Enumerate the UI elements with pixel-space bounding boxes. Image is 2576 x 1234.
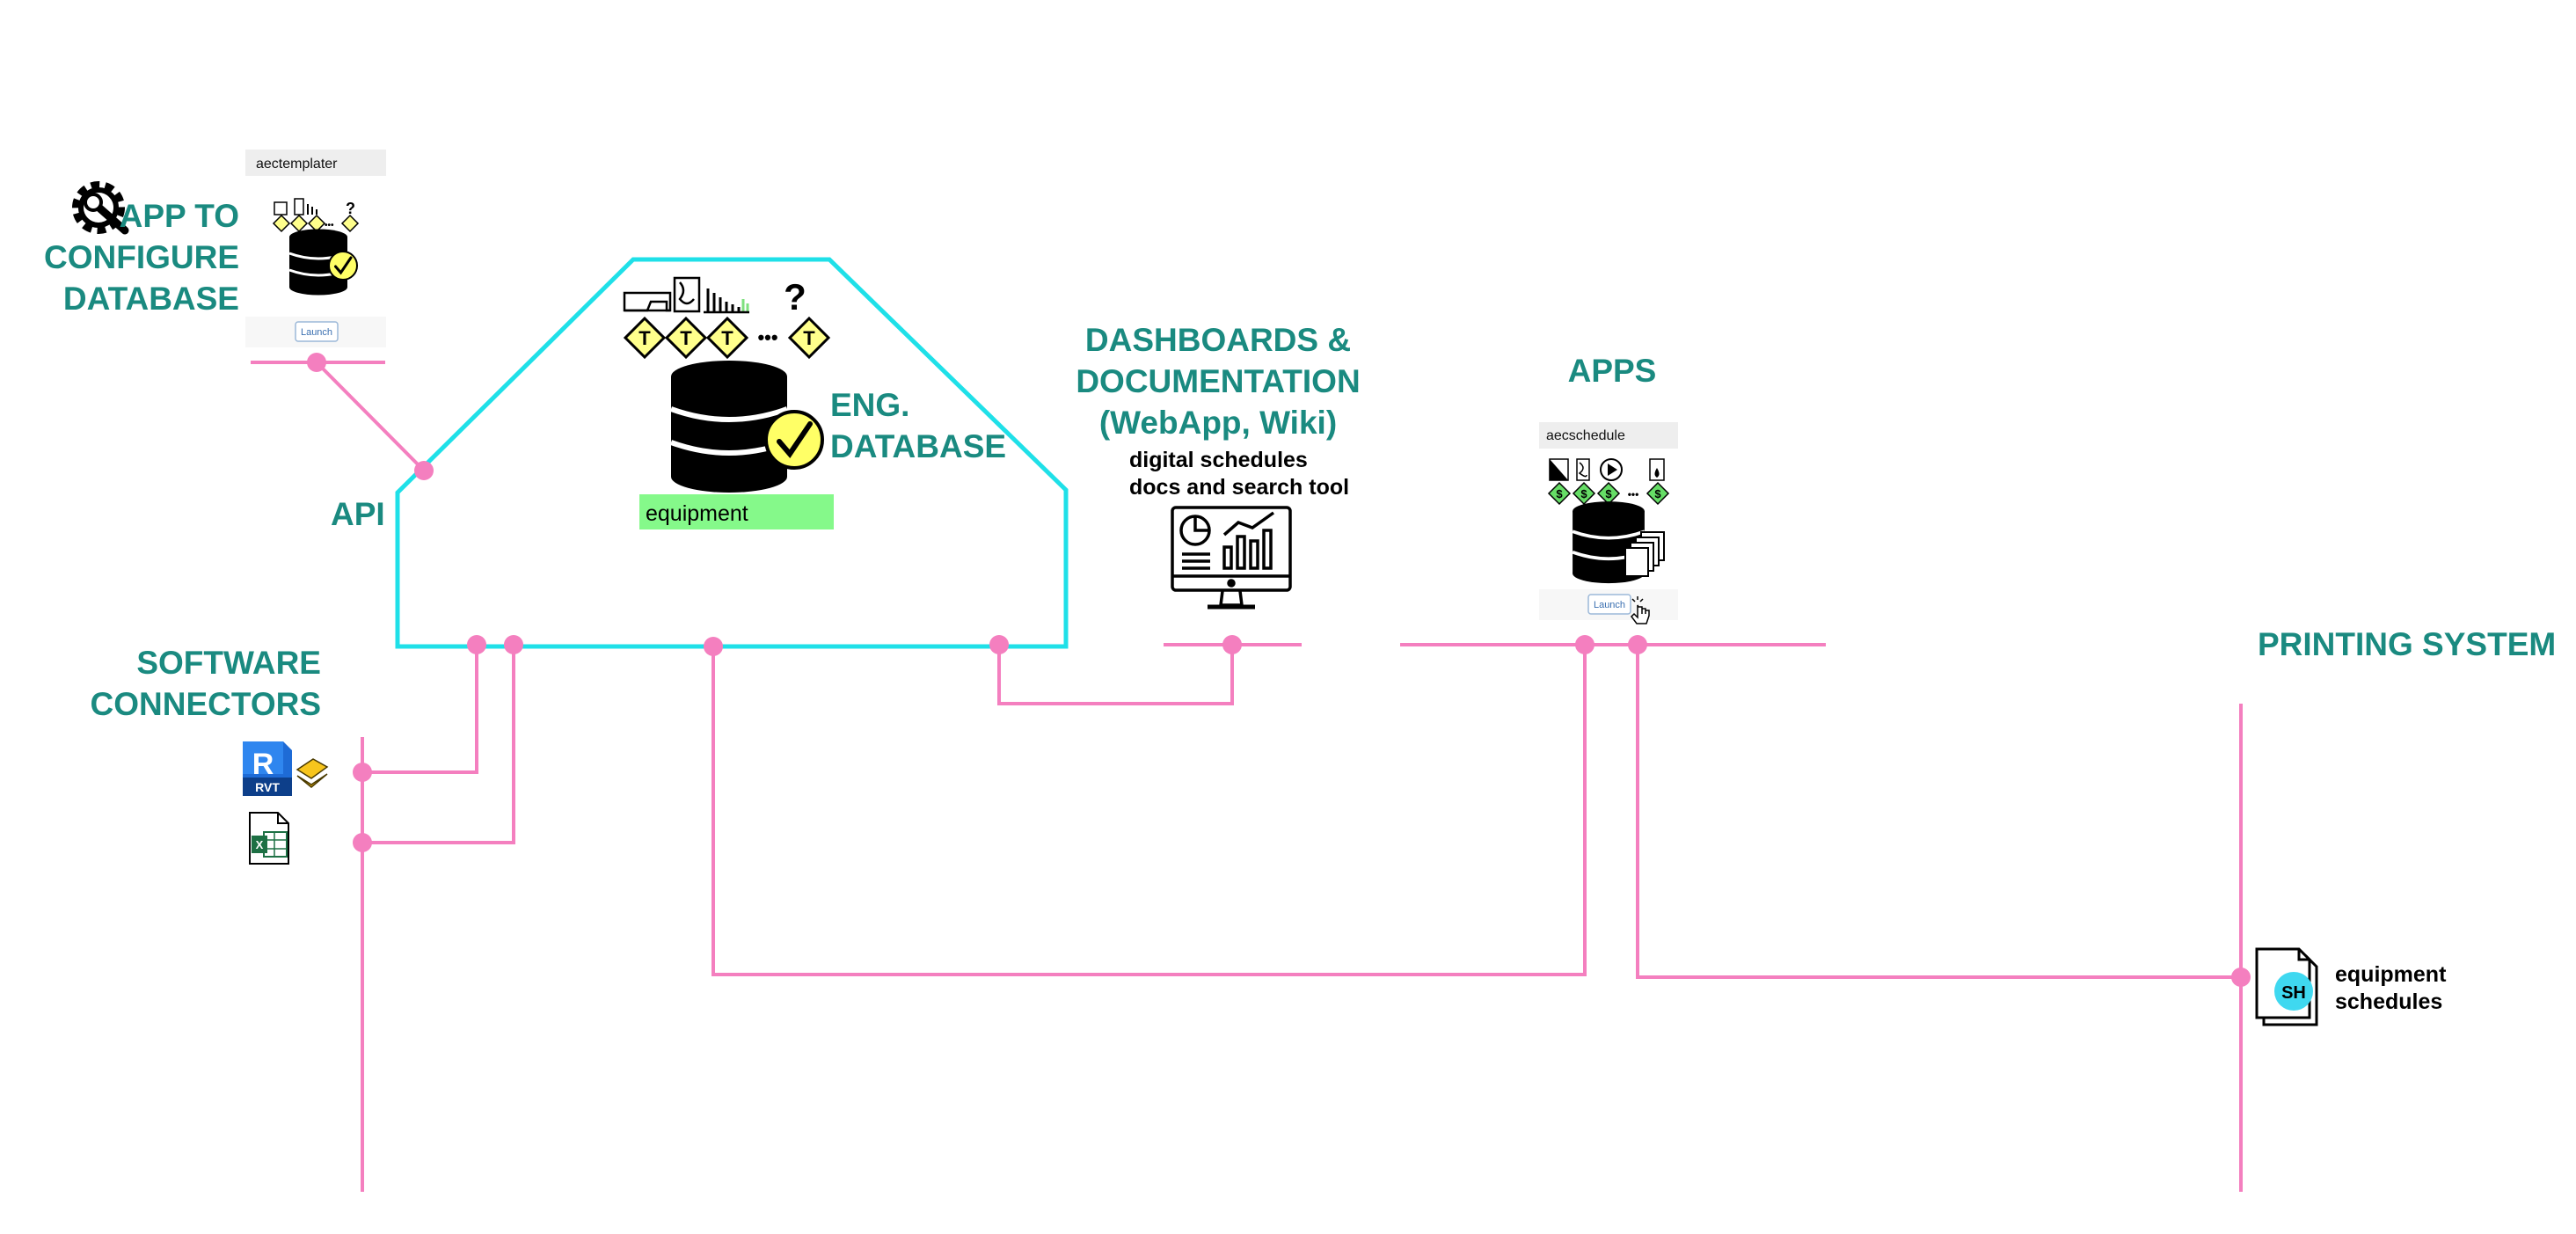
schedule-documents-icon (1624, 531, 1665, 577)
svg-text:CONFIGURE: CONFIGURE (44, 239, 239, 275)
svg-text:X: X (256, 838, 264, 851)
connector-lines (251, 361, 2243, 1192)
gear-wrench-icon (72, 181, 129, 235)
eng-database-check-icon (766, 412, 822, 468)
svg-text:(WebApp, Wiki): (WebApp, Wiki) (1099, 405, 1337, 441)
templater-template-icons: ? ••• (272, 198, 360, 233)
api-label: API (331, 496, 385, 532)
app-to-configure-label: APP TO CONFIGURE DATABASE (44, 198, 239, 317)
schedule-launch-label: Launch (1594, 600, 1625, 610)
svg-text:T: T (639, 327, 651, 349)
equipment-tag-label: equipment (646, 501, 748, 526)
svg-text:SOFTWARE: SOFTWARE (136, 645, 321, 681)
svg-text:T: T (680, 327, 692, 349)
svg-text:$: $ (1580, 487, 1587, 500)
svg-text:DOCUMENTATION: DOCUMENTATION (1076, 363, 1360, 399)
schedule-equipment-icons: $ $ $ $ ••• (1547, 458, 1670, 506)
svg-text:digital schedules: digital schedules (1129, 448, 1308, 472)
svg-text:T: T (803, 327, 815, 349)
dashboards-sublabel: digital schedules docs and search tool (1129, 448, 1349, 500)
svg-text:DATABASE: DATABASE (63, 281, 239, 317)
svg-text:DATABASE: DATABASE (830, 428, 1006, 464)
svg-text:equipment: equipment (2335, 962, 2447, 987)
svg-text:$: $ (1556, 487, 1563, 500)
svg-text:CONNECTORS: CONNECTORS (91, 686, 321, 722)
svg-text:schedules: schedules (2335, 989, 2442, 1014)
printing-system-label: PRINTING SYSTEM (2258, 626, 2556, 662)
templater-launch-button[interactable] (295, 321, 339, 342)
equipment-schedules-label: equipment schedules (2335, 962, 2447, 1014)
svg-text:ENG.: ENG. (830, 387, 909, 423)
svg-text:•••: ••• (1628, 488, 1639, 500)
templater-check-icon (327, 250, 359, 281)
schedule-document-icon: SH (2255, 947, 2318, 1026)
svg-text:RVT: RVT (255, 780, 280, 794)
hand-cursor-icon (1631, 596, 1650, 624)
dashboards-label: DASHBOARDS & DOCUMENTATION (WebApp, Wiki… (1076, 322, 1360, 441)
equipment-tag[interactable]: equipment (639, 494, 834, 529)
svg-text:APP TO: APP TO (120, 198, 239, 234)
excel-file-icon: X (249, 812, 289, 865)
schedule-card[interactable]: aecschedule $ $ $ $ ••• (1539, 422, 1678, 624)
eng-database-template-icons: ? T T T T ••• (623, 276, 831, 360)
schedule-launch-button[interactable] (1587, 594, 1631, 615)
svg-text:T: T (721, 327, 733, 349)
database-boundary (395, 257, 1069, 649)
svg-text:•••: ••• (325, 221, 334, 230)
svg-text:$: $ (1605, 487, 1612, 500)
svg-text:?: ? (346, 200, 355, 217)
templater-card-title: aectemplater (256, 157, 338, 172)
svg-text:•••: ••• (757, 326, 777, 348)
revit-icon: R RVT (243, 741, 292, 796)
software-connectors-label: SOFTWARE CONNECTORS (91, 645, 321, 722)
connector-nodes (307, 353, 2251, 987)
apps-label: APPS (1568, 353, 1657, 389)
templater-launch-label: Launch (301, 327, 332, 338)
plugin-icon (296, 758, 329, 788)
svg-text:DASHBOARDS &: DASHBOARDS & (1085, 322, 1351, 358)
svg-text:SH: SH (2281, 983, 2306, 1003)
templater-card[interactable]: aectemplater ? ••• Launch (245, 150, 386, 347)
svg-text:docs and search tool: docs and search tool (1129, 475, 1349, 500)
svg-text:?: ? (784, 276, 806, 318)
schedule-card-title: aecschedule (1546, 428, 1625, 443)
monitor-dashboard-icon (1171, 506, 1292, 610)
eng-database-label: ENG. DATABASE (830, 387, 1006, 464)
svg-text:$: $ (1654, 487, 1661, 500)
svg-text:R: R (252, 748, 274, 781)
